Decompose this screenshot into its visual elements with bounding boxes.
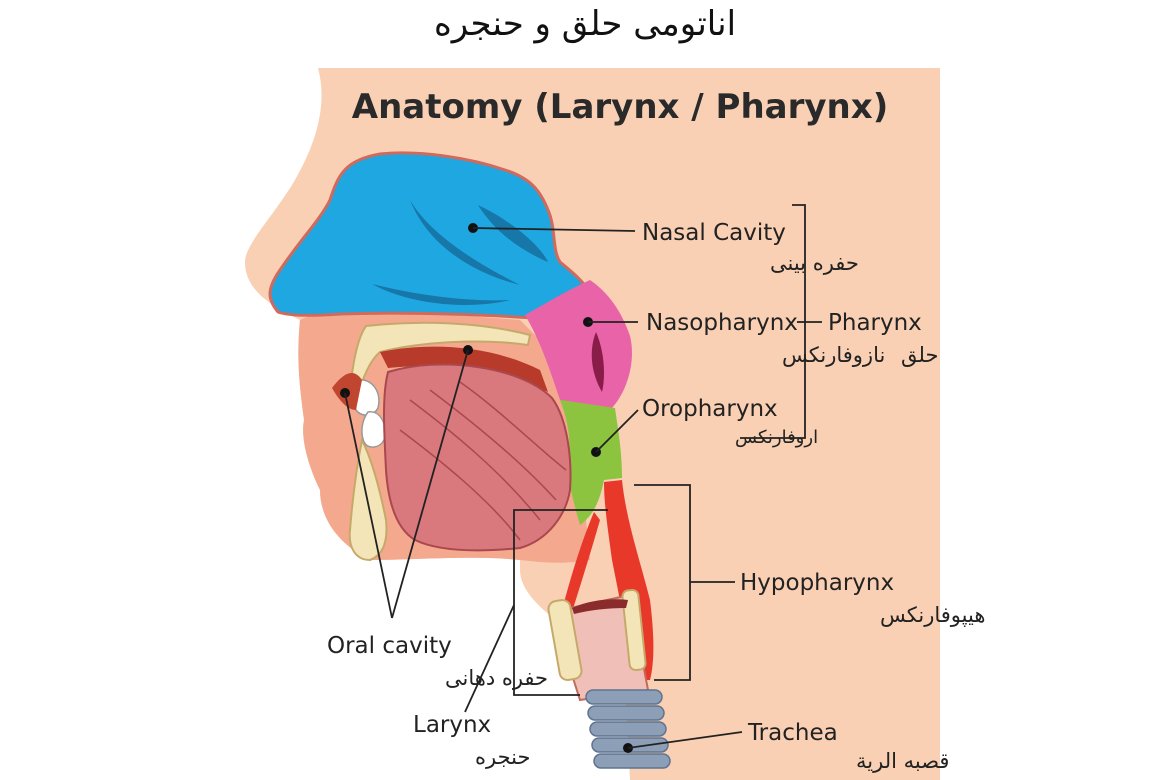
label-larynx-fa: حنجره xyxy=(475,745,530,769)
trachea-ring xyxy=(585,689,663,705)
trachea-ring xyxy=(593,753,671,769)
trachea-leader xyxy=(627,731,743,749)
cricoid-cartilage xyxy=(621,588,647,672)
oral-cavity-leader xyxy=(344,392,393,619)
oral-cavity-leader xyxy=(391,349,469,619)
nasal-turbinate xyxy=(478,205,548,262)
label-pharynx: Pharynx xyxy=(828,310,922,336)
label-nasopharynx-fa: نازوفارنکس xyxy=(782,343,885,367)
label-nasopharynx: Nasopharynx xyxy=(646,310,798,336)
label-pharynx-fa: حلق xyxy=(901,343,938,367)
diagram-header: Anatomy (Larynx / Pharynx) xyxy=(352,87,888,127)
tongue-fold xyxy=(429,389,557,501)
label-oral-cavity-fa: حفره دهانی xyxy=(445,666,548,690)
label-oral-cavity: Oral cavity xyxy=(327,633,452,659)
oral-roof xyxy=(380,346,548,392)
label-trachea: Trachea xyxy=(747,720,838,746)
vocal-fold xyxy=(572,599,628,614)
label-nasal-cavity-fa: حفره بینی xyxy=(770,251,859,275)
oropharynx-region xyxy=(560,400,622,525)
trachea-ring xyxy=(587,705,665,721)
nasopharynx-region xyxy=(525,280,632,408)
hypopharynx-region xyxy=(562,512,600,612)
tongue-fold xyxy=(459,381,567,471)
label-nasal-cavity: Nasal Cavity xyxy=(642,220,786,246)
nasal-turbinate xyxy=(372,284,510,305)
label-larynx: Larynx xyxy=(413,712,491,738)
tongue-fold xyxy=(399,429,521,541)
label-hypopharynx: Hypopharynx xyxy=(740,570,894,596)
label-hypopharynx-fa: هیپوفارنکس xyxy=(880,603,985,627)
tongue-fold xyxy=(409,399,541,521)
larynx-bracket xyxy=(513,509,608,696)
tongue xyxy=(383,363,572,552)
label-trachea-fa: قصبه الرية xyxy=(856,749,949,773)
nasal-cavity-leader xyxy=(472,227,636,232)
nasal-cavity-region xyxy=(268,151,593,320)
nasopharynx-fold xyxy=(591,332,604,392)
thyroid-cartilage xyxy=(547,598,583,682)
page-title: اناتومی حلق و حنجره xyxy=(433,4,737,44)
trachea-ring xyxy=(589,721,667,737)
lower-tooth xyxy=(361,411,386,448)
label-oropharynx: Oropharynx xyxy=(642,396,778,422)
larynx-leader xyxy=(464,604,515,713)
oropharynx-leader xyxy=(595,409,639,453)
